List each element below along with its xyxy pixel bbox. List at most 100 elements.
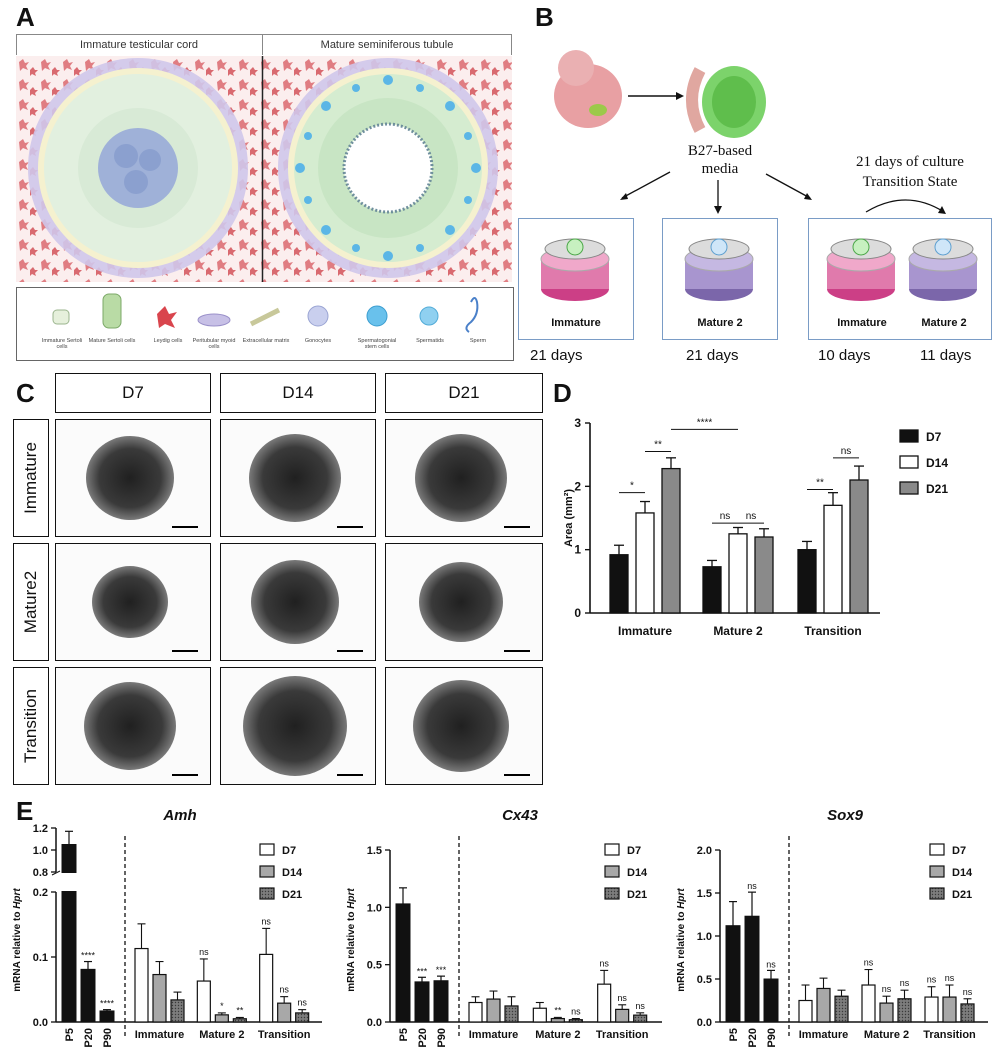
row-header-transition: Transition [13, 667, 49, 785]
ref-bar-p20 [414, 981, 430, 1023]
y-axis-label: Area (mm²) [563, 489, 575, 547]
y-axis-label: mRNA relative to Hprt [676, 888, 687, 992]
bar-d14 [486, 998, 501, 1023]
ref-bar-p5 [725, 925, 741, 1023]
insert-well-immature [540, 238, 610, 301]
legend-mature-sertoli: Mature Sertoli cells [88, 338, 136, 344]
legend-sperm: Sperm [469, 338, 487, 344]
legend-label-d7: D7 [926, 430, 942, 444]
category-label: Immature [135, 1029, 185, 1041]
y-axis-label-gene: Hprt [676, 888, 687, 909]
significance-label: ns [599, 958, 609, 968]
media-line-1: B27-based [687, 143, 753, 159]
spheroid [92, 566, 168, 638]
panel-a-header: Immature testicular cord Mature seminife… [16, 34, 512, 57]
insert-well-mature2 [684, 238, 754, 301]
y-tick-label: 0 [574, 606, 581, 620]
legend-swatch-d7 [604, 843, 620, 856]
y-tick-label: 1.2 [33, 823, 48, 835]
bar-d21 [849, 479, 869, 614]
category-label: Transition [804, 624, 861, 638]
panel-b-schematic [554, 50, 946, 214]
y-tick-label: 0.8 [33, 867, 48, 879]
days-transition-2: 11 days [920, 347, 972, 364]
bar-d7 [134, 947, 149, 1023]
category-label: Transition [258, 1029, 311, 1041]
spheroid [413, 680, 509, 772]
spheroid [249, 434, 341, 522]
bar-d14 [728, 533, 748, 614]
micrograph-image [415, 434, 530, 528]
bar-d7 [532, 1007, 547, 1023]
mature-tubule-title: Mature seminiferous tubule [320, 39, 454, 51]
y-tick-label: 0.0 [697, 1017, 712, 1029]
category-label: Mature 2 [535, 1029, 580, 1041]
panel-a-illustration [16, 56, 512, 282]
y-tick-label: 0.0 [367, 1017, 382, 1029]
micrograph-immature-d21 [385, 419, 543, 537]
col-header-d21: D21 [385, 373, 543, 413]
immature-cord-title: Immature testicular cord [80, 39, 198, 51]
micrograph-mature2-d21 [385, 543, 543, 661]
chart-title: Cx43 [502, 807, 539, 824]
bar-d14 [942, 996, 957, 1023]
spheroid [84, 682, 176, 770]
bar-d14 [550, 1017, 565, 1023]
significance-label: ns [279, 985, 289, 995]
legend-swatch-d14 [929, 865, 945, 878]
legend-swatch-d14 [899, 455, 919, 469]
significance-label: ns [766, 959, 776, 969]
significance-label: ** [236, 1005, 244, 1015]
bar-d14 [214, 1014, 229, 1023]
mature-tubule-drawing [278, 58, 498, 278]
ref-bar-p20 [80, 968, 96, 1023]
bar-d21 [295, 1012, 310, 1023]
ref-category-label: P20 [747, 1028, 759, 1048]
col-header-d7: D7 [55, 373, 211, 413]
panel-label-e: E [16, 796, 34, 826]
legend-label-d7: D7 [952, 845, 966, 857]
legend-label-d21: D21 [282, 889, 302, 901]
culture-note: 21 days of culture Transition State [820, 152, 1000, 192]
legend-label-d14: D14 [952, 867, 973, 879]
culture-note-line-1: 21 days of culture [856, 154, 964, 170]
significance-label: ns [864, 958, 874, 968]
axis-break-mark [51, 870, 61, 876]
insert-well-transition-immature [826, 238, 896, 301]
cond-label-transition-mature2: Mature 2 [921, 317, 967, 329]
days-mature2: 21 days [686, 347, 739, 364]
bar-d14 [823, 504, 843, 614]
micrograph-transition-d7 [55, 667, 211, 785]
panel-label-a: A [16, 2, 35, 32]
legend-label-d7: D7 [627, 845, 641, 857]
legend-swatch-d7 [899, 429, 919, 443]
legend-immature-sertoli: Immature Sertoli cells [41, 338, 83, 350]
legend-label-d14: D14 [627, 867, 648, 879]
bar-d14 [277, 1002, 292, 1023]
significance-label: ns [571, 1007, 581, 1017]
category-label: Mature 2 [199, 1029, 244, 1041]
legend-leydig: Leydig cells [153, 338, 183, 344]
legend-swatch-d14 [259, 865, 275, 878]
micrograph-image [86, 436, 198, 528]
bar-d7 [861, 984, 876, 1023]
bar-d14 [635, 512, 655, 614]
legend-swatch-d21 [259, 887, 275, 900]
media-label: B27-based media [665, 142, 775, 178]
condition-box-transition: Immature Mature 2 [808, 218, 992, 340]
micrograph-image [413, 680, 530, 776]
significance-label: ns [720, 511, 731, 522]
bar-d21 [960, 1003, 975, 1023]
ref-bar-p90 [763, 978, 779, 1023]
row-header-mature2: Mature2 [13, 543, 49, 661]
significance-label: ns [963, 987, 973, 997]
bar-d21 [568, 1019, 583, 1023]
micrograph-image [419, 562, 530, 652]
chart-title: Amh [162, 807, 196, 824]
micrograph-transition-d14 [220, 667, 376, 785]
bar-d21 [661, 467, 681, 614]
bar-d7 [259, 953, 274, 1023]
category-label: Immature [469, 1029, 519, 1041]
